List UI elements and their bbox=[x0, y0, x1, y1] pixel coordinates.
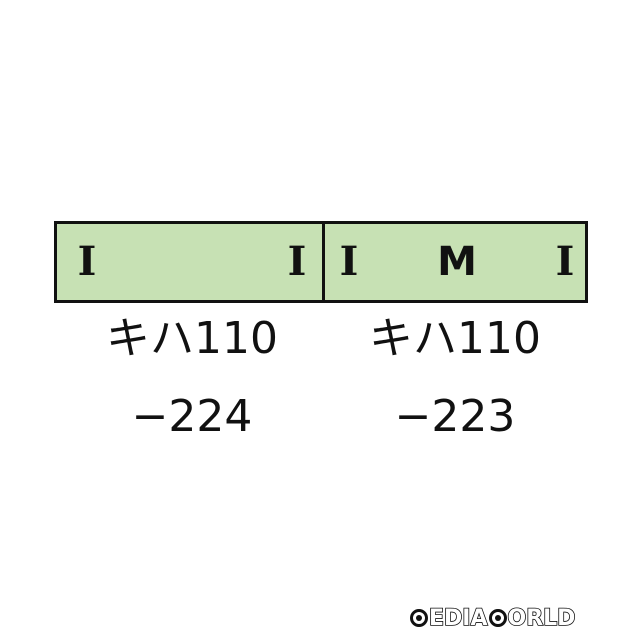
train-formation: I I I M I bbox=[54, 221, 588, 303]
car-224-mark-right: I bbox=[287, 238, 307, 285]
car-223-number-label: −223 bbox=[394, 391, 516, 442]
car-224-number-label: −224 bbox=[131, 391, 253, 442]
logo-ring-icon bbox=[410, 609, 428, 627]
car-223-mark-motor: M bbox=[437, 239, 477, 285]
car-224-body: I I bbox=[57, 224, 325, 300]
mediaworld-logo: EDIA ORLD bbox=[410, 604, 576, 632]
car-223-mark-right: I bbox=[555, 238, 575, 285]
logo-ring-icon bbox=[488, 609, 507, 627]
car-223-body: I M I bbox=[325, 224, 585, 300]
car-224-mark-left: I bbox=[77, 238, 97, 285]
car-223-type-label: キハ110 bbox=[369, 313, 541, 364]
car-224-type-label: キハ110 bbox=[106, 313, 278, 364]
car-223-mark-left: I bbox=[339, 238, 359, 285]
